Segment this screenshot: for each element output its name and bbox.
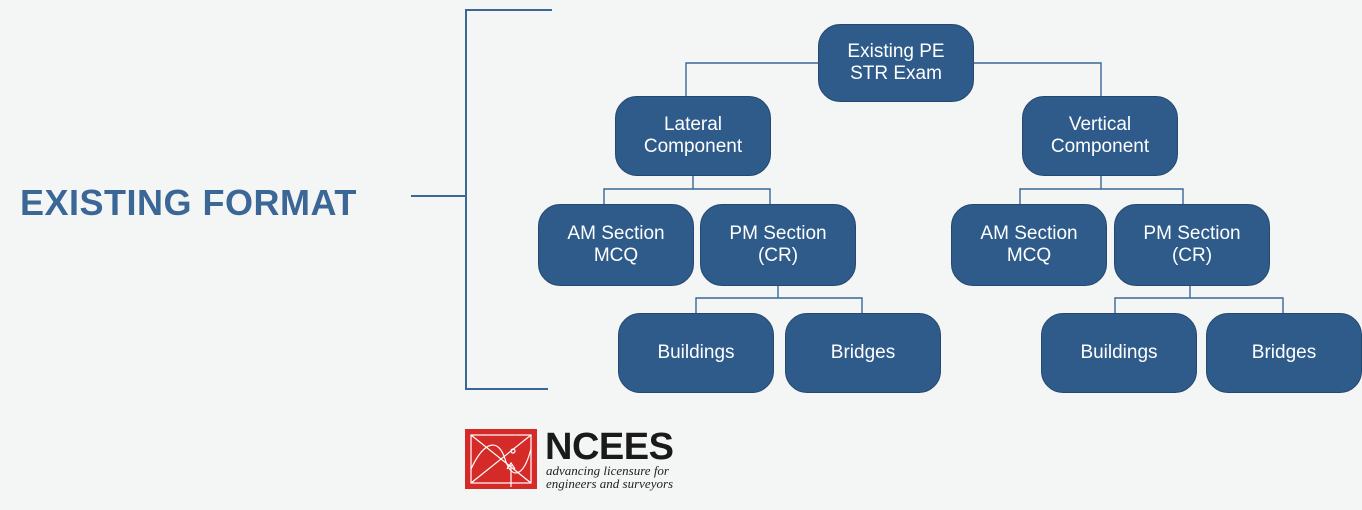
node-label: Existing PE STR Exam [847,41,945,84]
connector-vertical [1019,176,1184,204]
node-label: PM Section (CR) [1143,223,1241,266]
connector-root [685,62,1102,96]
ncees-logo: NCEES advancing licensure for engineers … [465,426,765,491]
node-label: AM Section MCQ [980,223,1078,266]
ncees-logo-name: NCEES [545,426,674,468]
page-title: EXISTING FORMAT [20,182,357,223]
node-label: Buildings [657,342,735,363]
node-vertical-component: Vertical Component [1022,96,1178,176]
connector-vertical-pm [1114,286,1284,313]
node-existing-exam: Existing PE STR Exam [818,24,974,102]
node-label: Bridges [1251,342,1317,363]
node-lateral-bridges: Bridges [785,313,941,393]
node-lateral-component: Lateral Component [615,96,771,176]
bracket [465,9,552,390]
node-label: Lateral Component [643,114,743,157]
node-label: PM Section (CR) [729,223,827,266]
node-vertical-buildings: Buildings [1041,313,1197,393]
node-label: Vertical Component [1050,114,1150,157]
ncees-logo-mark-icon [465,429,537,489]
node-vertical-pm-section: PM Section (CR) [1114,204,1270,286]
connector-lateral-pm [695,286,863,313]
node-label: Buildings [1080,342,1158,363]
node-label: AM Section MCQ [567,223,665,266]
node-vertical-bridges: Bridges [1206,313,1362,393]
node-lateral-pm-section: PM Section (CR) [700,204,856,286]
connector-lateral [603,176,771,204]
ncees-logo-tagline: advancing licensure for engineers and su… [546,463,674,491]
node-lateral-buildings: Buildings [618,313,774,393]
node-vertical-am-section: AM Section MCQ [951,204,1107,286]
node-label: Bridges [830,342,896,363]
node-lateral-am-section: AM Section MCQ [538,204,694,286]
